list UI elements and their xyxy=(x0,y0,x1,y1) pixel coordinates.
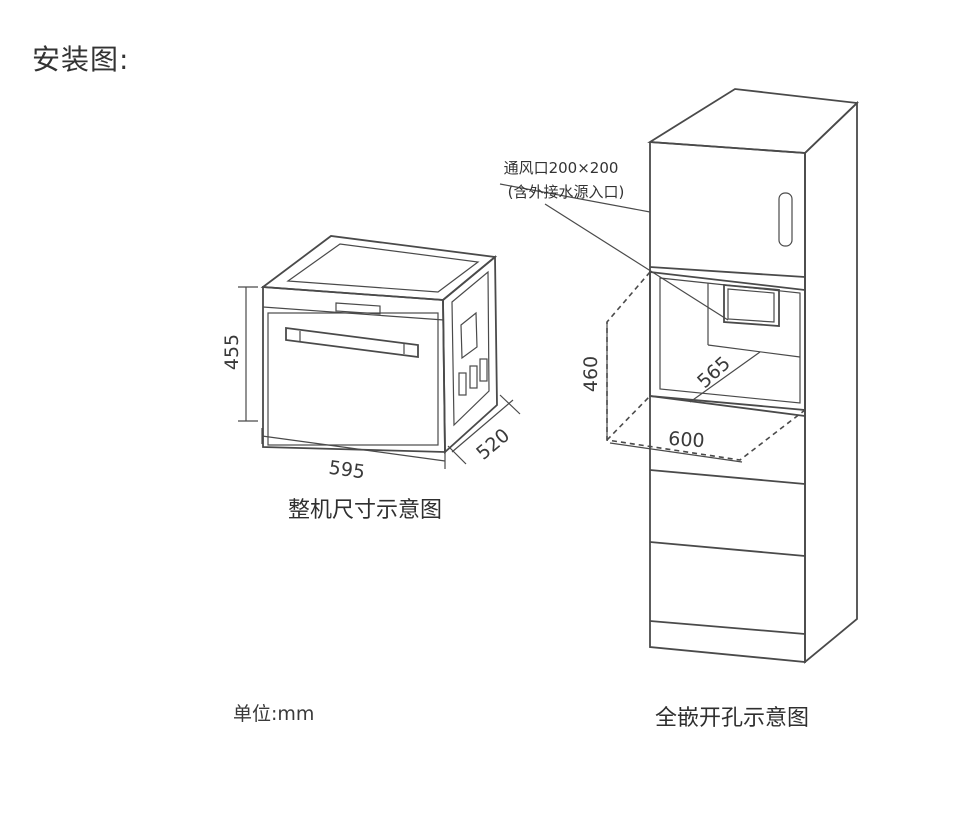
vent-label: 通风口200×200 xyxy=(504,159,619,177)
page-title: 安装图: xyxy=(32,43,130,76)
oven-width-dimension: 595 xyxy=(327,457,366,484)
unit-label: 单位:mm xyxy=(233,703,315,725)
oven-drawing xyxy=(238,235,521,469)
vent-sublabel: (含外接水源入口) xyxy=(508,183,625,201)
cabinet-drawing xyxy=(499,88,860,664)
cabinet-width-dimension: 600 xyxy=(668,428,706,452)
cabinet-caption: 全嵌开孔示意图 xyxy=(655,706,810,731)
oven-depth-dimension: 520 xyxy=(472,424,514,464)
cabinet-height-dimension: 460 xyxy=(580,356,602,392)
cabinet-depth-dimension: 565 xyxy=(693,352,735,393)
oven-caption: 整机尺寸示意图 xyxy=(288,498,443,523)
oven-height-dimension: 455 xyxy=(221,334,243,370)
